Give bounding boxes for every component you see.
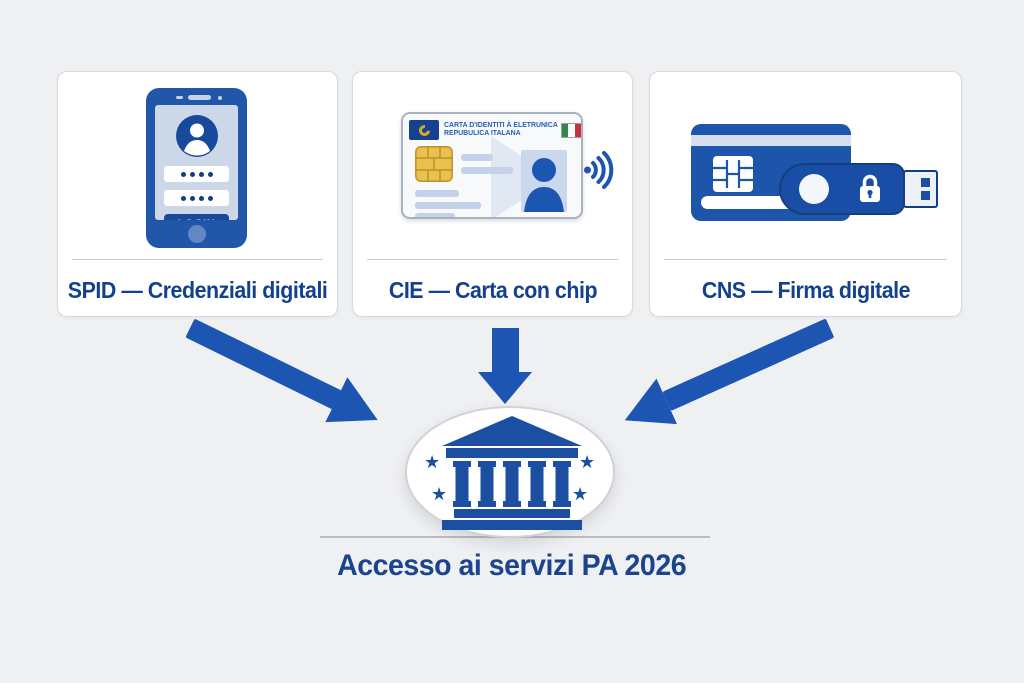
smartcard-signature-stripe <box>701 196 803 209</box>
usb-connector-icon <box>903 170 938 208</box>
cie-card-label: CIE — Carta con chip <box>388 276 597 303</box>
card-divider <box>664 259 947 260</box>
hub-caption: Accesso ai servizi PA 2026 <box>337 549 687 582</box>
user-avatar-icon <box>175 115 218 157</box>
usb-pin <box>921 178 930 187</box>
id-card-text-line <box>461 167 513 174</box>
phone-speaker-icon <box>188 95 211 100</box>
id-card-photo <box>521 150 567 212</box>
star-icon: ★ <box>572 484 589 504</box>
star-icon: ★ <box>424 452 441 472</box>
hub-ellipse: ★ ★ ★ ★ <box>405 406 615 538</box>
star-icon: ★ <box>431 484 448 504</box>
phone-login-screen: LOGIN <box>155 105 238 220</box>
username-field <box>164 166 229 182</box>
phone-speaker-dash <box>176 96 183 99</box>
id-card-icon: CARTA D'IDENTITI À ELETRUNICA REPUBULICA… <box>401 112 583 219</box>
login-button: LOGIN <box>164 214 229 220</box>
phone-home-button-icon <box>187 225 206 243</box>
person-silhouette-icon <box>524 158 564 212</box>
lock-icon <box>860 174 880 202</box>
id-card-header-text: CARTA D'IDENTITI À ELETRUNICA REPUBULICA… <box>444 122 558 137</box>
smartphone-icon: LOGIN <box>146 88 247 248</box>
usb-token-icon <box>779 163 905 215</box>
smartcard-stripe <box>691 135 851 146</box>
id-card-text-line <box>461 154 493 161</box>
usb-pin <box>921 191 930 200</box>
spid-card: LOGIN SPID — Credenziali digitali <box>57 71 338 317</box>
spid-card-label: SPID — Credenziali digitali <box>67 276 328 303</box>
star-icon: ★ <box>579 452 596 472</box>
card-divider <box>367 259 618 260</box>
cns-card: CNS — Firma digitale <box>649 71 962 317</box>
card-divider <box>72 259 323 260</box>
id-card-emblem-icon <box>409 120 439 140</box>
government-building-icon <box>442 416 582 530</box>
token-circle <box>799 174 829 204</box>
cns-card-label: CNS — Firma digitale <box>701 276 910 303</box>
arrow-cie-to-hub-icon <box>478 328 532 404</box>
cie-card: CARTA D'IDENTITI À ELETRUNICA REPUBULICA… <box>352 71 633 317</box>
phone-camera-dot-icon <box>218 96 222 100</box>
smartcard-chip-icon <box>713 156 753 192</box>
arrow-spid-to-hub-icon <box>186 319 378 423</box>
id-card-text-line <box>415 213 455 217</box>
card-chip-icon <box>415 146 453 182</box>
password-field <box>164 190 229 206</box>
italian-flag-icon <box>560 122 581 138</box>
nfc-waves-icon <box>584 151 614 189</box>
id-card-text-line <box>415 202 481 209</box>
arrow-cns-to-hub-icon <box>624 319 834 425</box>
id-card-header: CARTA D'IDENTITI À ELETRUNICA REPUBULICA… <box>409 119 581 141</box>
id-card-text-line <box>415 190 459 197</box>
